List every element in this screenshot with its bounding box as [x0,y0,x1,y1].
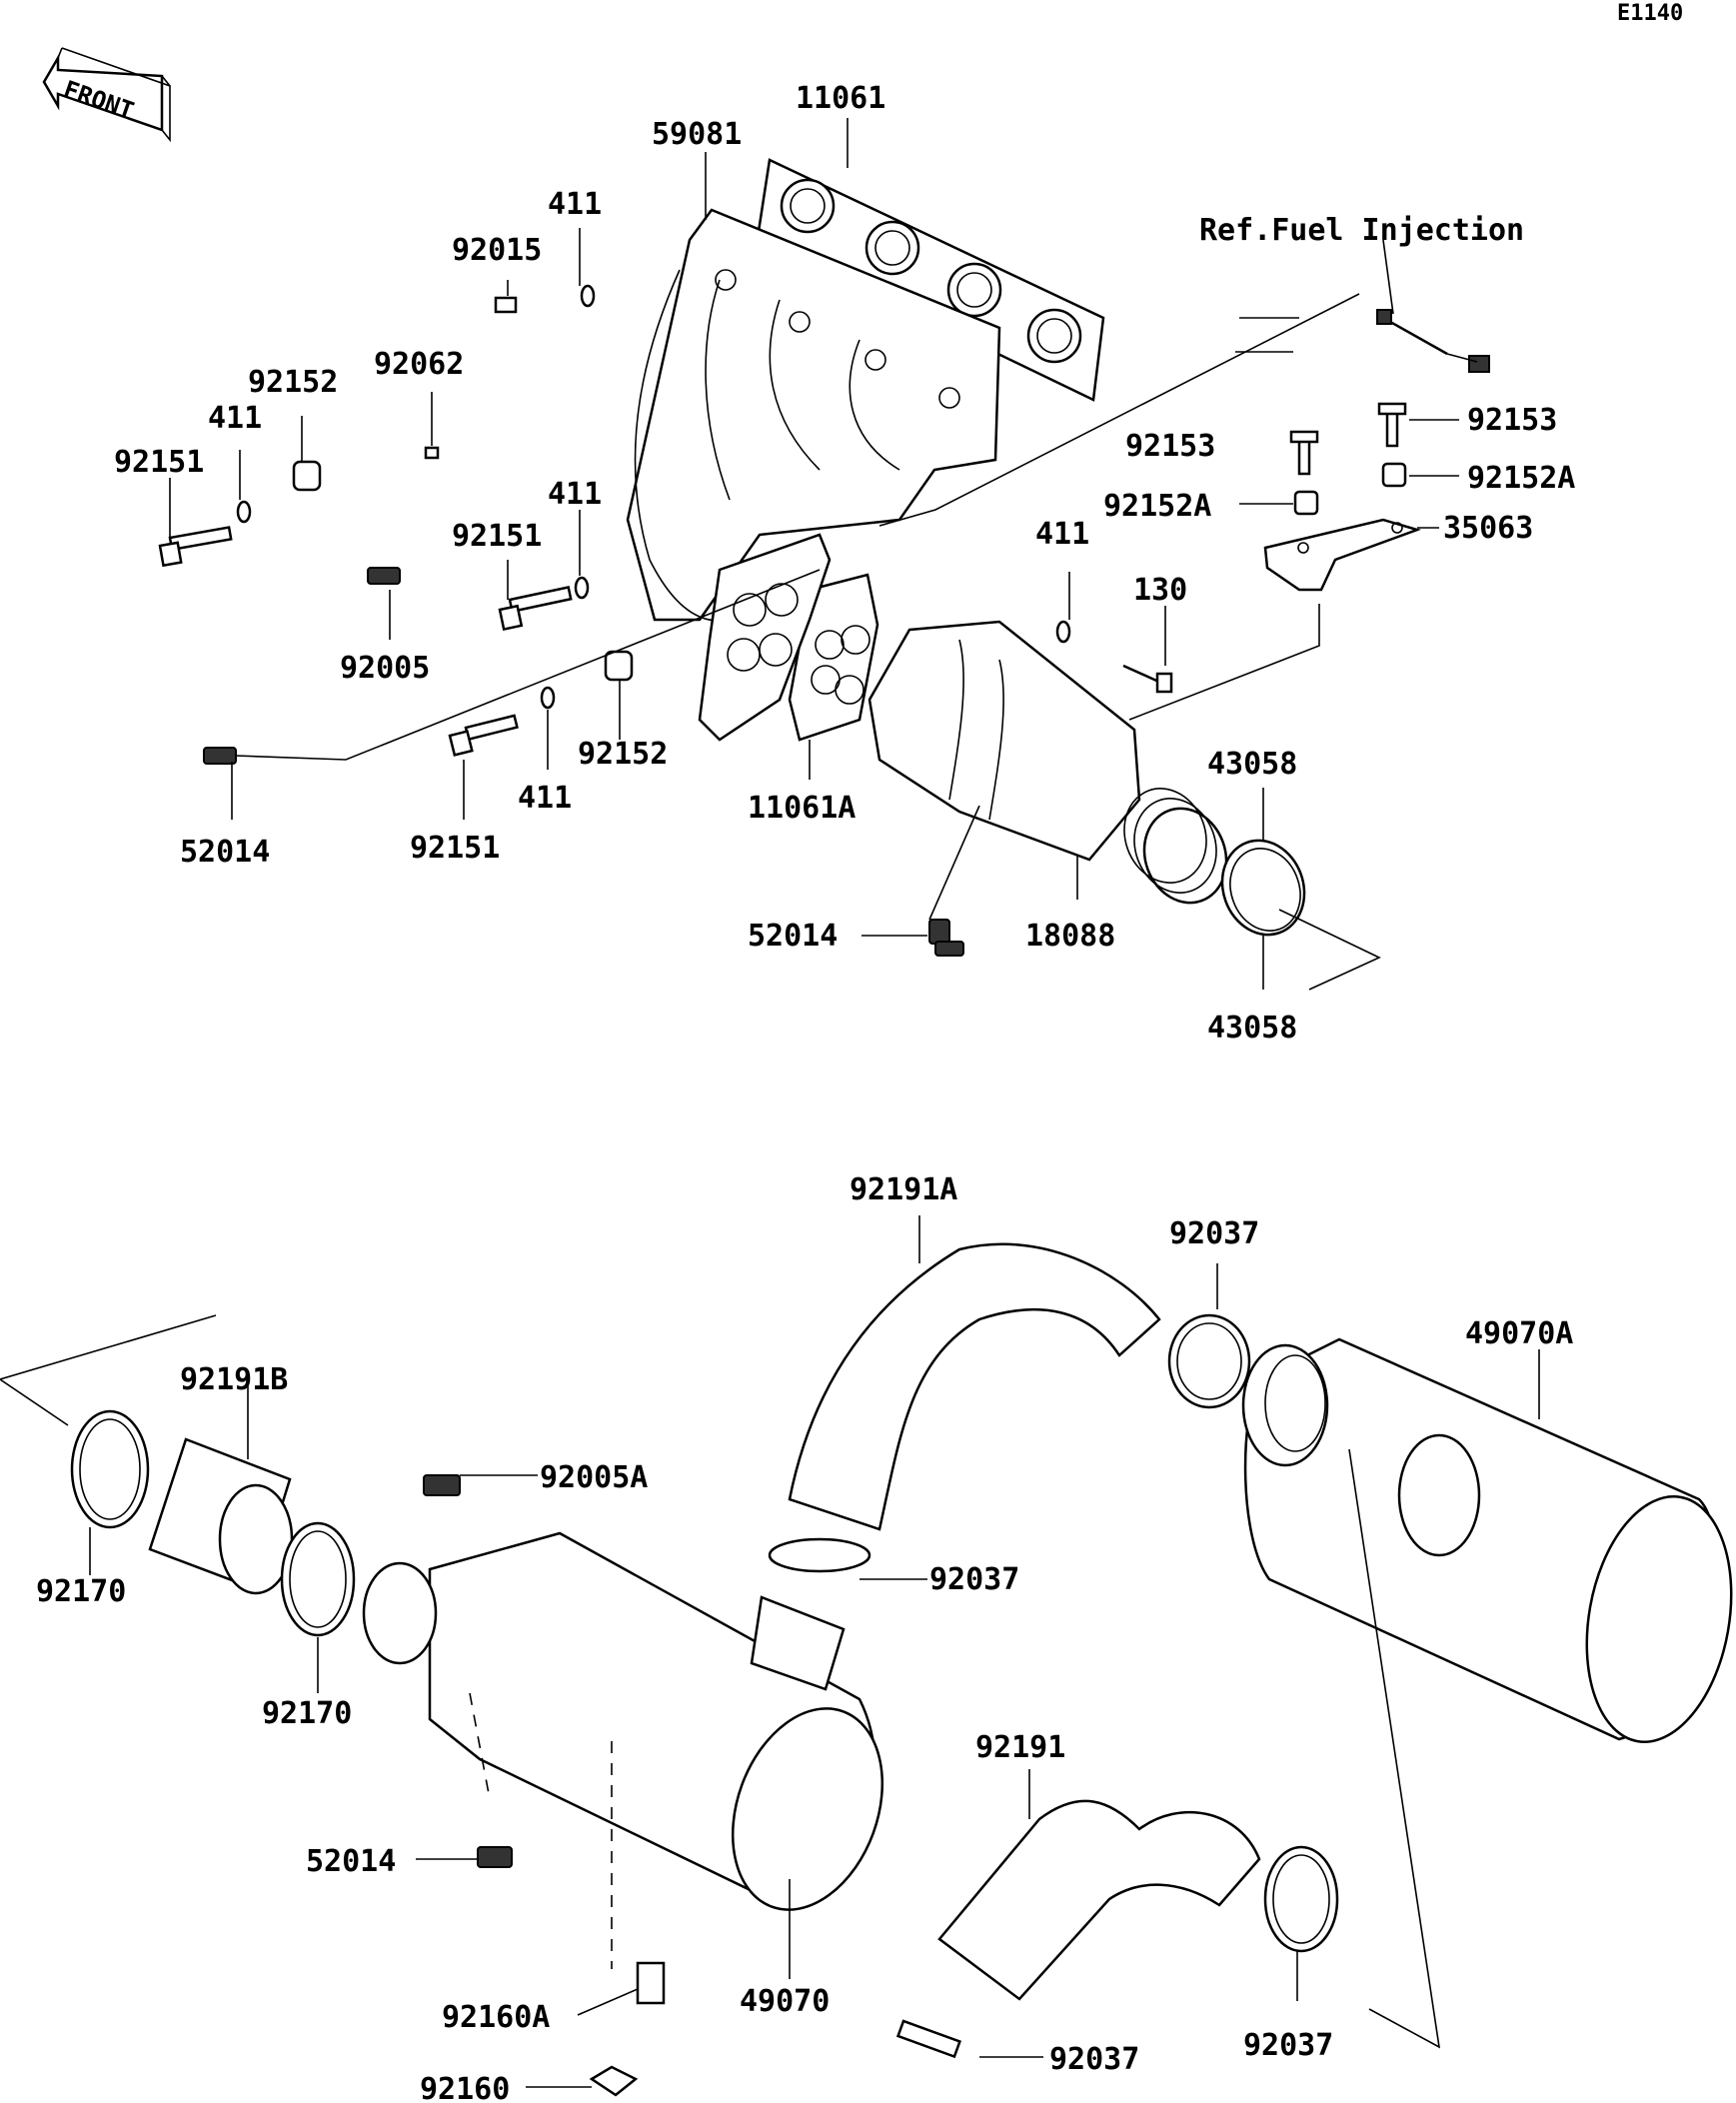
label-plate-small [589,2065,639,2097]
label-11061A: 11061A [748,791,856,826]
label-92170-a: 92170 [36,1574,126,1609]
flange-gasket [698,533,879,742]
label-92151-b: 92151 [452,519,542,554]
sensor [1382,316,1448,356]
diagram-code: E1140 [1617,1,1683,26]
label-92037-c: 92037 [1049,2042,1139,2077]
hose-upper [788,1242,1161,1531]
label-411-b: 411 [208,401,262,436]
collar [1293,490,1319,516]
label-92191A: 92191A [850,1172,957,1207]
label-92005A: 92005A [540,1460,648,1495]
label-92062: 92062 [374,347,464,382]
label-411-c: 411 [548,477,602,512]
label-411-d: 411 [518,781,572,816]
label-92191: 92191 [975,1730,1065,1765]
label-plate [636,1961,666,2005]
label-92152A-a: 92152A [1103,489,1211,524]
label-52014-a: 52014 [180,835,270,870]
label-411-e: 411 [1035,517,1089,552]
label-92170-b: 92170 [262,1696,352,1731]
label-43058-a: 43058 [1207,747,1297,782]
label-59081: 59081 [652,117,742,152]
label-92153-b: 92153 [1467,403,1557,438]
label-92160: 92160 [420,2072,510,2103]
manifold-hardware [158,284,1071,957]
label-52014-b: 52014 [748,919,838,954]
label-92037-d: 92037 [1243,2028,1333,2063]
label-49070A: 49070A [1465,1316,1573,1351]
label-92151-a: 92151 [114,445,204,480]
label-92152-b: 92152 [578,737,668,772]
label-92152A-b: 92152A [1467,461,1575,496]
hose-lower [937,1799,1261,2001]
exhaust-manifold-gasket [756,158,1105,402]
label-43058-b: 43058 [1207,1011,1297,1046]
label-92005: 92005 [340,651,430,686]
label-92153-a: 92153 [1125,429,1215,464]
exhaust-pipe [868,620,1228,905]
label-92037-a: 92037 [1169,1216,1259,1251]
label-92191B: 92191B [180,1362,288,1397]
label-49070: 49070 [740,1984,830,2019]
front-arrow: FRONT [42,47,171,143]
label-18088: 18088 [1025,919,1115,954]
muffler-rear [1241,1337,1733,1743]
label-92160A: 92160A [442,2000,550,2035]
leader-lines-upper [169,118,1459,991]
hose-sleeve [148,1437,294,1595]
bracket [1263,518,1421,592]
muffler-front [362,1531,884,1969]
hose-clamps [70,1313,1339,2059]
label-52014-c: 52014 [306,1844,396,1879]
label-35063: 35063 [1443,511,1533,546]
label-130: 130 [1133,573,1187,608]
fitting-lower [423,1474,461,1496]
label-ref-fuel-injection: Ref.Fuel Injection [1199,213,1524,248]
label-92037-b: 92037 [929,1562,1019,1597]
label-92015: 92015 [452,233,542,268]
label-92151-c: 92151 [410,831,500,866]
label-411-a: 411 [548,187,602,222]
leader-lines-lower [0,1215,1540,2088]
bolt [1297,436,1311,476]
label-11061: 11061 [796,81,885,116]
label-92152-a: 92152 [248,365,338,400]
